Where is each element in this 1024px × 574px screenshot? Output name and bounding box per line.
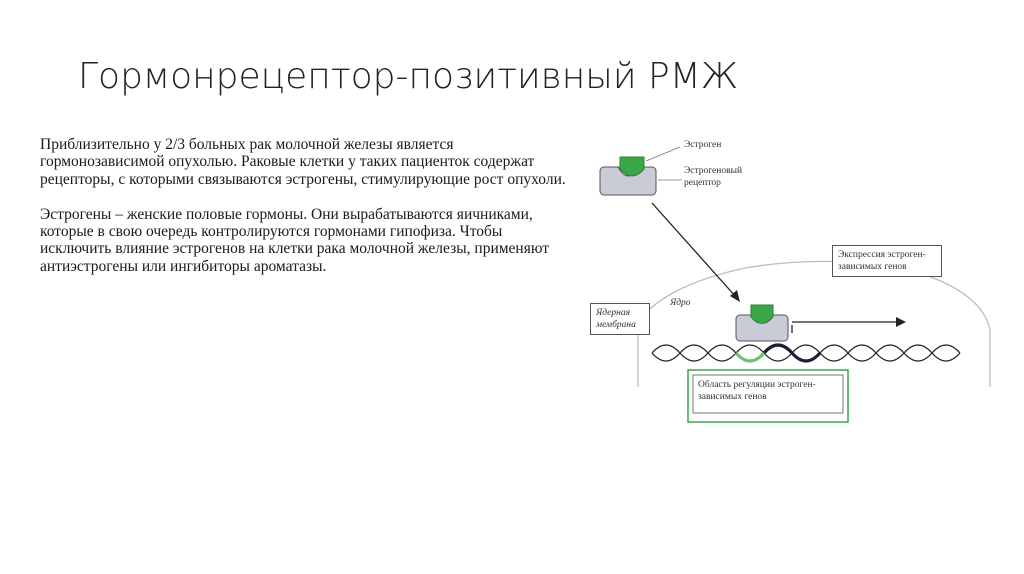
diagram-graphic bbox=[599, 146, 991, 423]
paragraph-1: Приблизительно у 2/3 больных рак молочно… bbox=[40, 136, 566, 188]
regulation-box-outer bbox=[687, 369, 849, 423]
dna-regulation-dark bbox=[762, 343, 822, 363]
dna-strand-b bbox=[651, 344, 961, 362]
estrogen-top bbox=[619, 156, 645, 177]
estrogen-receptor-diagram: Эстроген Эстрогеновый рецептор Ядро Ядер… bbox=[580, 125, 1000, 435]
translocation-arrow bbox=[651, 202, 737, 298]
membrane-label: Ядерная мембрана bbox=[590, 303, 650, 335]
regulation-label: Область регуляции эстроген-зависимых ген… bbox=[698, 380, 816, 402]
receptor-label: Эстрогеновый рецептор bbox=[684, 166, 743, 188]
page-title: Гормонрецептор-позитивный РМЖ bbox=[78, 56, 739, 97]
dna-strand-a bbox=[651, 344, 961, 362]
nucleus-outline bbox=[637, 260, 991, 387]
estrogen-label: Эстроген bbox=[684, 140, 722, 150]
body-text: Приблизительно у 2/3 больных рак молочно… bbox=[40, 136, 568, 293]
expression-label: Экспрессия эстроген-зависимых генов bbox=[832, 245, 942, 277]
nucleus-label: Ядро bbox=[670, 298, 691, 308]
regulation-box-inner bbox=[692, 374, 844, 414]
expression-arrowhead bbox=[896, 317, 906, 327]
estrogen-nucleus bbox=[750, 304, 774, 324]
translocation-arrowhead bbox=[730, 290, 740, 302]
leader-estrogen bbox=[645, 146, 681, 162]
paragraph-2: Эстрогены – женские половые гормоны. Они… bbox=[40, 205, 549, 275]
